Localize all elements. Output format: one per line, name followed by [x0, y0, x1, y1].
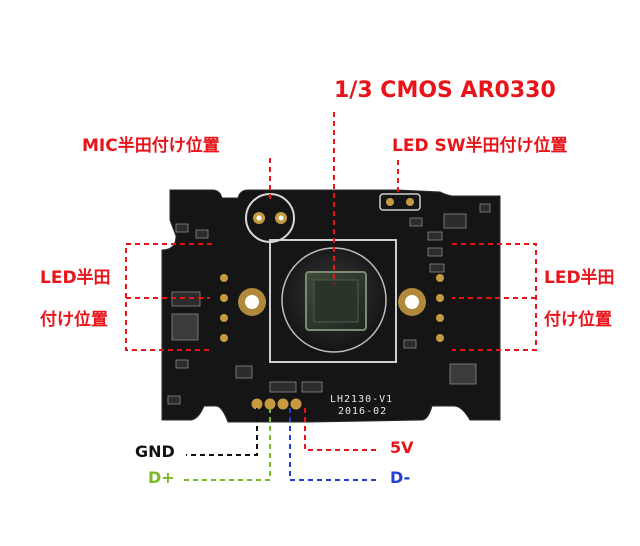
mounting-hole-right	[398, 288, 426, 316]
silkscreen-model: LH2130-V1	[330, 394, 393, 405]
smd-components	[167, 203, 491, 405]
led-left-label-line2: 付け位置	[40, 310, 108, 330]
led-sw-footprint	[379, 193, 421, 211]
gnd-wire	[186, 408, 258, 456]
led-sw-label: LED SW半田付け位置	[392, 136, 568, 156]
silkscreen-date: 2016-02	[338, 406, 387, 417]
dminus-wire	[289, 408, 380, 481]
gnd-label: GND	[135, 442, 175, 461]
annotation-lines-red	[125, 112, 537, 451]
usb-pins	[251, 398, 302, 410]
led-pads-left	[220, 274, 228, 342]
led-right-label-line2: 付け位置	[544, 310, 612, 330]
mounting-hole-left	[238, 288, 266, 316]
led-pads-right	[436, 274, 444, 342]
dplus-wire	[180, 408, 271, 481]
5v-label: 5V	[390, 438, 414, 457]
led-left-label-line1: LED半田	[40, 268, 111, 288]
led-right-label-line1: LED半田	[544, 268, 615, 288]
sensor-label: 1/3 CMOS AR0330	[334, 78, 556, 103]
dplus-label: D+	[148, 468, 175, 487]
mic-label: MIC半田付け位置	[82, 136, 220, 156]
dminus-label: D-	[390, 468, 411, 487]
